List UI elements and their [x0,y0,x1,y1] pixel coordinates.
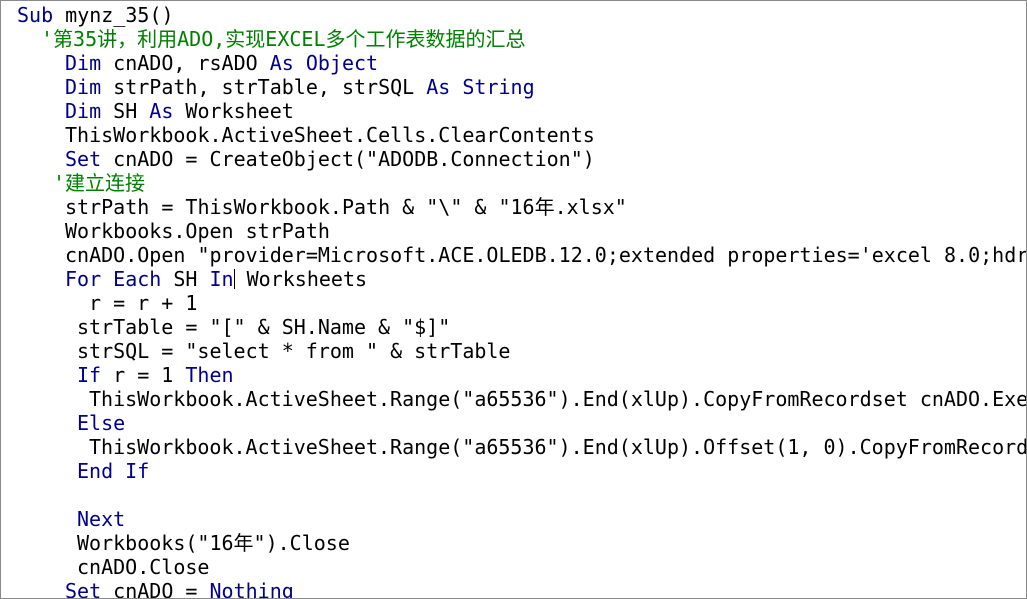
keyword-token: Else [77,411,126,435]
code-token: strPath = ThisWorkbook.Path & "\" & "16年… [65,195,627,219]
code-line[interactable]: Else [77,411,125,435]
code-line[interactable]: cnADO.Open "provider=Microsoft.ACE.OLEDB… [65,243,1027,267]
code-line[interactable]: Sub mynz_35() [17,3,174,27]
keyword-token: As String [426,75,535,99]
keyword-token: If [77,363,102,387]
code-token: Workbooks.Open strPath [65,219,330,243]
keyword-token: As Object [269,51,379,75]
keyword-token: Dim [65,75,102,99]
code-line[interactable]: Workbooks.Open strPath [65,219,330,243]
code-token: cnADO = CreateObject("ADODB.Connection") [101,147,595,171]
code-line[interactable]: ThisWorkbook.ActiveSheet.Range("a65536")… [89,387,1027,411]
code-token: Worksheet [173,99,294,123]
code-line[interactable]: '第35讲，利用ADO,实现EXCEL多个工作表数据的汇总 [41,27,526,51]
code-line[interactable]: Next [77,507,125,531]
code-token: r = r + 1 [89,291,198,315]
code-line[interactable]: '建立连接 [53,171,145,195]
code-token: cnADO = [101,579,210,599]
code-token: strPath, strTable, strSQL [101,75,427,99]
code-line[interactable]: If r = 1 Then [77,363,234,387]
keyword-token: As [149,99,174,123]
keyword-token: Set [65,579,102,599]
code-line[interactable]: strTable = "[" & SH.Name & "$]" [77,315,450,339]
keyword-token: Next [77,507,126,531]
code-line[interactable]: Workbooks("16年").Close [77,531,350,555]
code-token: strTable = "[" & SH.Name & "$]" [77,315,451,339]
code-token: cnADO, rsADO [101,51,270,75]
code-line[interactable]: End If [77,459,149,483]
code-token: ThisWorkbook.ActiveSheet.Range("a65536")… [89,435,1027,459]
comment-token: '第35讲，利用ADO,实现EXCEL多个工作表数据的汇总 [41,27,526,51]
code-token: r = 1 [101,363,186,387]
code-line[interactable]: For Each SH In Worksheets [65,267,367,291]
text-caret [233,269,235,289]
code-token: SH [101,99,150,123]
code-token: Worksheets [234,267,368,291]
keyword-token: Dim [65,51,102,75]
code-line[interactable]: Dim SH As Worksheet [65,99,294,123]
code-token: cnADO.Close [77,555,210,579]
keyword-token: Dim [65,99,102,123]
keyword-token: Nothing [209,579,294,599]
keyword-token: End If [77,459,150,483]
keyword-token: Set [65,147,102,171]
code-line[interactable]: ThisWorkbook.ActiveSheet.Range("a65536")… [89,435,1027,459]
keyword-token: Then [185,363,234,387]
code-line[interactable]: Dim strPath, strTable, strSQL As String [65,75,535,99]
keyword-token: For Each [65,267,162,291]
code-token: mynz_35() [53,3,174,27]
comment-token: '建立连接 [53,171,146,195]
code-token: strSQL = "select * from " & strTable [77,339,511,363]
code-line[interactable]: strPath = ThisWorkbook.Path & "\" & "16年… [65,195,627,219]
code-line[interactable]: Dim cnADO, rsADO As Object [65,51,378,75]
code-line[interactable]: ThisWorkbook.ActiveSheet.Cells.ClearCont… [65,123,595,147]
code-token: SH [161,267,210,291]
code-line[interactable]: cnADO.Close [77,555,209,579]
code-token: ThisWorkbook.ActiveSheet.Cells.ClearCont… [65,123,595,147]
code-line[interactable]: strSQL = "select * from " & strTable [77,339,510,363]
code-line[interactable]: r = r + 1 [89,291,197,315]
code-line[interactable]: Set cnADO = Nothing [65,579,294,599]
code-line[interactable]: Set cnADO = CreateObject("ADODB.Connecti… [65,147,595,171]
code-token: ThisWorkbook.ActiveSheet.Range("a65536")… [89,387,1027,411]
code-token: cnADO.Open "provider=Microsoft.ACE.OLEDB… [65,243,1027,267]
keyword-token: In [209,267,234,291]
code-token: Workbooks("16年").Close [77,531,350,555]
keyword-token: Sub [17,3,54,27]
